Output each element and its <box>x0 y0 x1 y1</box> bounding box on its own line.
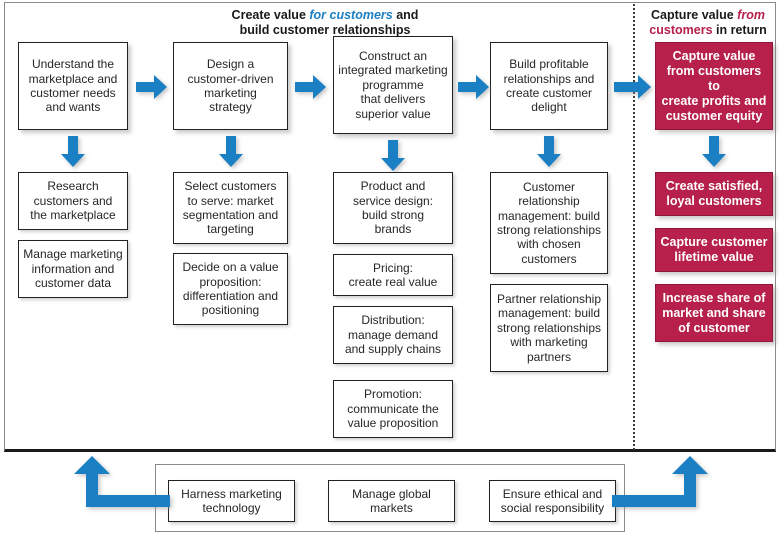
heading-line2: build customer relationships <box>239 23 411 37</box>
arrow-down-col4 <box>536 136 562 168</box>
col2-item-2[interactable]: Decide on a value proposition: different… <box>173 253 288 325</box>
arrow-right-3 <box>458 74 490 100</box>
col1-item-2[interactable]: Manage marketing information and custome… <box>18 240 128 298</box>
col1-item-1[interactable]: Research customers and the marketplace <box>18 172 128 230</box>
process-step-2[interactable]: Design a customer-driven marketing strat… <box>173 42 288 130</box>
feedback-arrow-left <box>62 455 170 507</box>
arrow-right-2 <box>295 74 327 100</box>
arrow-right-1 <box>136 74 168 100</box>
col3-item-2[interactable]: Pricing: create real value <box>333 254 453 296</box>
heading-right-a: Capture value <box>651 8 738 22</box>
col3-item-3[interactable]: Distribution: manage demand and supply c… <box>333 306 453 364</box>
process-step-4[interactable]: Build profitable relationships and creat… <box>490 42 608 130</box>
col5-item-1[interactable]: Create satisfied, loyal customers <box>655 172 773 216</box>
arrow-down-col2 <box>218 136 244 168</box>
heading-highlight-for: for customers <box>309 8 393 22</box>
col4-item-2[interactable]: Partner relationship management: build s… <box>490 284 608 372</box>
section-divider <box>633 4 635 450</box>
left-section-heading: Create value for customers and build cus… <box>130 8 520 38</box>
heading-text-c: and <box>392 8 419 22</box>
heading-highlight-from: from <box>737 8 765 22</box>
heading-highlight-customers: customers <box>649 23 713 37</box>
heading-text-a: Create value <box>231 8 310 22</box>
right-section-heading: Capture value from customers in return <box>638 8 778 38</box>
heading-right-b: in return <box>712 23 767 37</box>
col4-item-1[interactable]: Customer relationship management: build … <box>490 172 608 274</box>
col3-item-4[interactable]: Promotion: communicate the value proposi… <box>333 380 453 438</box>
bottom-item-3[interactable]: Ensure ethical and social responsibility <box>489 480 616 522</box>
arrow-down-col3 <box>380 140 406 172</box>
bottom-item-2[interactable]: Manage global markets <box>328 480 455 522</box>
arrow-down-col5 <box>701 136 727 168</box>
col2-item-1[interactable]: Select customers to serve: market segmen… <box>173 172 288 244</box>
col5-item-2[interactable]: Capture customer lifetime value <box>655 228 773 272</box>
arrow-right-4 <box>614 74 652 100</box>
bottom-item-1[interactable]: Harness marketing technology <box>168 480 295 522</box>
col3-item-1[interactable]: Product and service design: build strong… <box>333 172 453 244</box>
process-step-1[interactable]: Understand the marketplace and customer … <box>18 42 128 130</box>
col5-item-3[interactable]: Increase share of market and share of cu… <box>655 284 773 342</box>
process-step-5-capture-value[interactable]: Capture value from customers to create p… <box>655 42 773 130</box>
arrow-down-col1 <box>60 136 86 168</box>
process-step-3[interactable]: Construct an integrated marketing progra… <box>333 36 453 134</box>
feedback-arrow-right <box>612 455 720 507</box>
